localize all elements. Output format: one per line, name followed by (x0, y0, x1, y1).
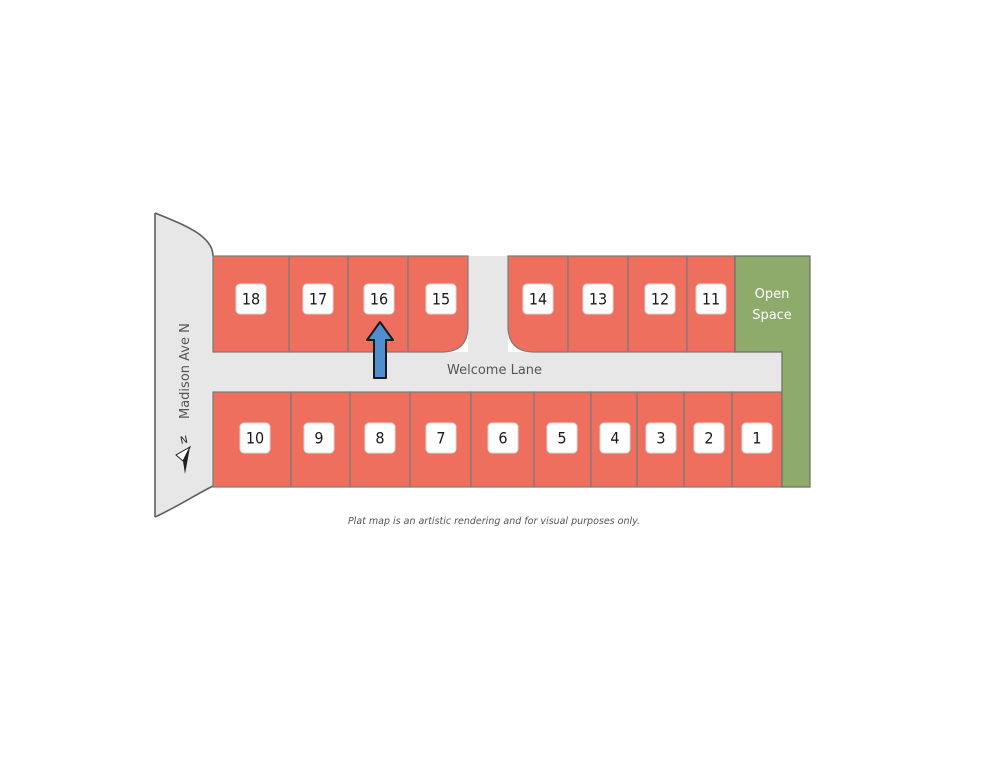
lot-label-6: 6 (498, 429, 507, 448)
lot-label-8: 8 (375, 429, 384, 448)
compass-n-label: N (179, 435, 189, 447)
welcome-lane-label: Welcome Lane (447, 363, 542, 378)
bottom-lots (212, 391, 783, 488)
lot-label-11: 11 (702, 290, 720, 309)
lot-label-13: 13 (589, 290, 607, 309)
madison-ave-label: Madison Ave N (178, 323, 193, 419)
lot-label-7: 7 (436, 429, 445, 448)
lot-label-5: 5 (557, 429, 566, 448)
lot-label-18: 18 (242, 290, 260, 309)
lot-label-16: 16 (370, 290, 388, 309)
lot-label-2: 2 (704, 429, 713, 448)
open-space-area (734, 255, 811, 488)
lot-label-14: 14 (529, 290, 547, 309)
welcome-lane-road (213, 256, 782, 392)
madison-ave-road (154, 212, 214, 518)
open-space-label-line2: Space (752, 308, 792, 323)
top-lot-labels: 18 17 16 15 14 13 12 11 (235, 283, 727, 315)
lot-label-3: 3 (656, 429, 665, 448)
lot-label-17: 17 (309, 290, 327, 309)
lot-label-9: 9 (314, 429, 323, 448)
lot-label-1: 1 (752, 429, 761, 448)
lot-label-4: 4 (610, 429, 619, 448)
bottom-lot-labels: 10 9 8 7 6 5 4 3 2 1 (239, 422, 773, 454)
lot-label-12: 12 (651, 290, 669, 309)
open-space-label-line1: Open (755, 287, 790, 302)
north-compass: N (175, 435, 192, 474)
lot-label-15: 15 (432, 290, 450, 309)
lot-label-10: 10 (246, 429, 264, 448)
highlight-arrow-icon (366, 321, 394, 379)
disclaimer-text: Plat map is an artistic rendering and fo… (348, 516, 640, 527)
